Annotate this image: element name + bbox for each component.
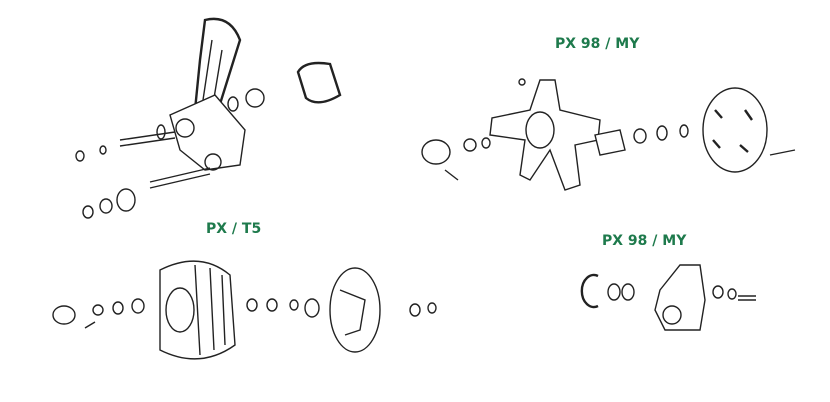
fork-assembly-drawing bbox=[75, 17, 342, 219]
model-label-px98-my-top: PX 98 / MY bbox=[555, 36, 640, 52]
wheel-hub-drawing bbox=[421, 78, 796, 191]
brake-drum-drawing bbox=[52, 260, 437, 360]
model-label-px98-my-bottom: PX 98 / MY bbox=[602, 233, 687, 249]
caliper-drawing bbox=[580, 264, 756, 331]
model-label-px-t5: PX / T5 bbox=[206, 221, 262, 237]
